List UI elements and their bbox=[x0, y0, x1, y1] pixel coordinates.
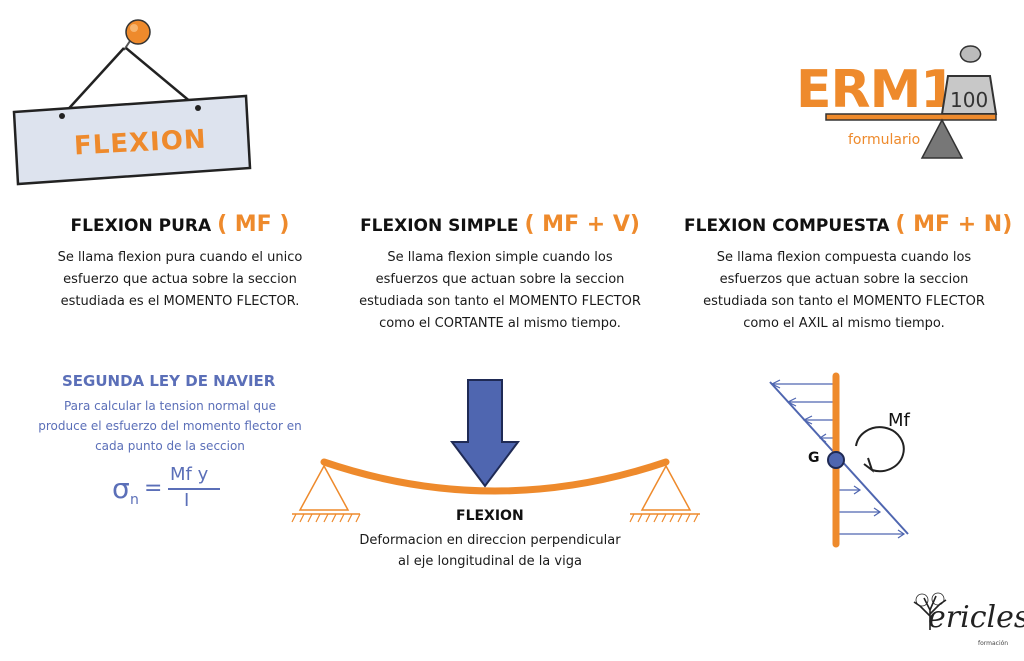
brand-name: ericles bbox=[928, 600, 1024, 635]
logo-title: ERM1 bbox=[796, 60, 956, 120]
pushpin-icon bbox=[123, 19, 151, 51]
right-support-icon bbox=[629, 464, 700, 523]
centroid-label: G bbox=[808, 450, 820, 466]
balance-scale-icon bbox=[825, 45, 998, 159]
navier-description: Para calcular la tension normal que prod… bbox=[38, 399, 302, 453]
navier-formula: σ n = Mf y I bbox=[112, 464, 242, 518]
column-description: Se llama flexion pura cuando el unico es… bbox=[57, 250, 303, 309]
column-flexion-compuesta: FLEXION COMPUESTA ( MF + N) Se llama fle… bbox=[684, 212, 1013, 335]
hanging-sign-graphic bbox=[12, 19, 252, 186]
tree-logo-icon bbox=[913, 592, 947, 630]
column-flexion-simple: FLEXION SIMPLE ( MF + V) Se llama flexio… bbox=[340, 212, 660, 335]
load-arrow-icon bbox=[450, 379, 520, 488]
beam-title: FLEXION bbox=[456, 508, 524, 524]
brand-tagline: formación bbox=[978, 640, 1009, 647]
column-description: Se llama flexion simple cuando los esfue… bbox=[359, 250, 641, 331]
moment-arrow-icon bbox=[855, 426, 905, 473]
beam-diagram bbox=[291, 379, 700, 523]
column-description: Se llama flexion compuesta cuando los es… bbox=[703, 250, 985, 331]
column-title: FLEXION COMPUESTA ( MF + N) bbox=[684, 212, 1013, 237]
navier-title: SEGUNDA LEY DE NAVIER bbox=[62, 372, 276, 390]
left-support-icon bbox=[291, 464, 361, 523]
column-flexion-pura: FLEXION PURA ( MF ) Se llama flexion pur… bbox=[30, 212, 330, 313]
moment-label: Mf bbox=[888, 410, 910, 431]
column-title: FLEXION PURA ( MF ) bbox=[70, 212, 290, 237]
centroid-marker bbox=[827, 451, 845, 469]
column-title: FLEXION SIMPLE ( MF + V) bbox=[360, 212, 640, 237]
weight-value: 100 bbox=[950, 88, 989, 112]
beam-curve bbox=[320, 458, 670, 495]
stress-distribution-diagram bbox=[769, 372, 909, 548]
beam-description: Deformacion en direccion perpendicular a… bbox=[359, 533, 621, 569]
logo-subtitle: formulario bbox=[848, 132, 921, 148]
